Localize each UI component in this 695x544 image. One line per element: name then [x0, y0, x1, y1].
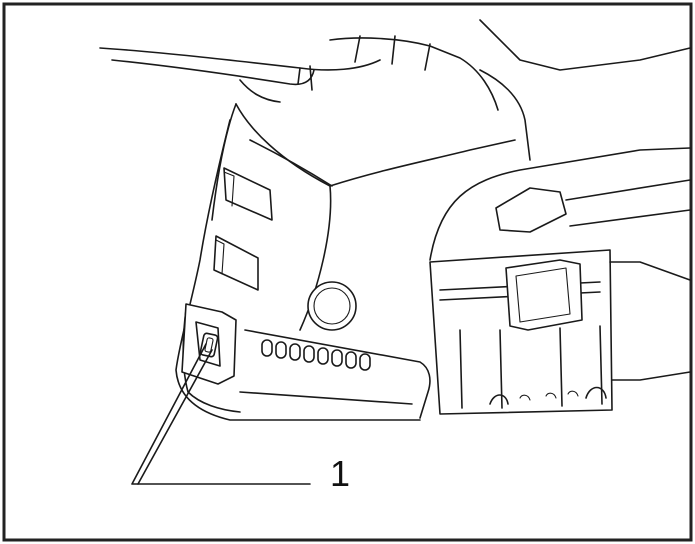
callout-label-1: 1	[330, 453, 351, 494]
hand-grip	[99, 19, 691, 161]
battery-pack	[429, 147, 691, 415]
indicator-switch	[181, 303, 237, 385]
callout-leader-1	[131, 343, 311, 485]
round-button	[307, 281, 357, 331]
vent-row	[239, 329, 431, 419]
